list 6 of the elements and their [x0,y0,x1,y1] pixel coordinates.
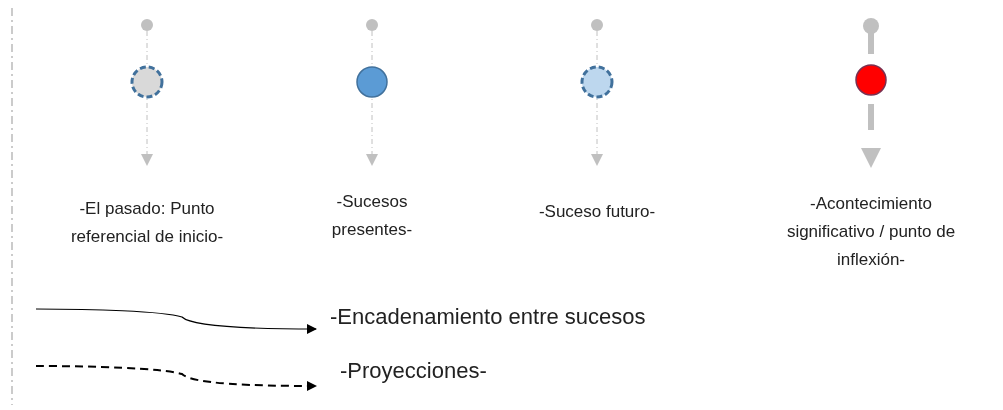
legend-label: -Encadenamiento entre sucesos [330,303,646,331]
legend-label: -Suceso futuro- [537,201,657,223]
legend-label: -Proyecciones- [340,357,487,385]
legend-label: -Acontecimiento significativo / punto de inflexión- [785,193,957,271]
legend-label: -El pasado: Punto referencial de inicio- [69,198,225,248]
legend-label: -Sucesos presentes- [330,191,414,241]
